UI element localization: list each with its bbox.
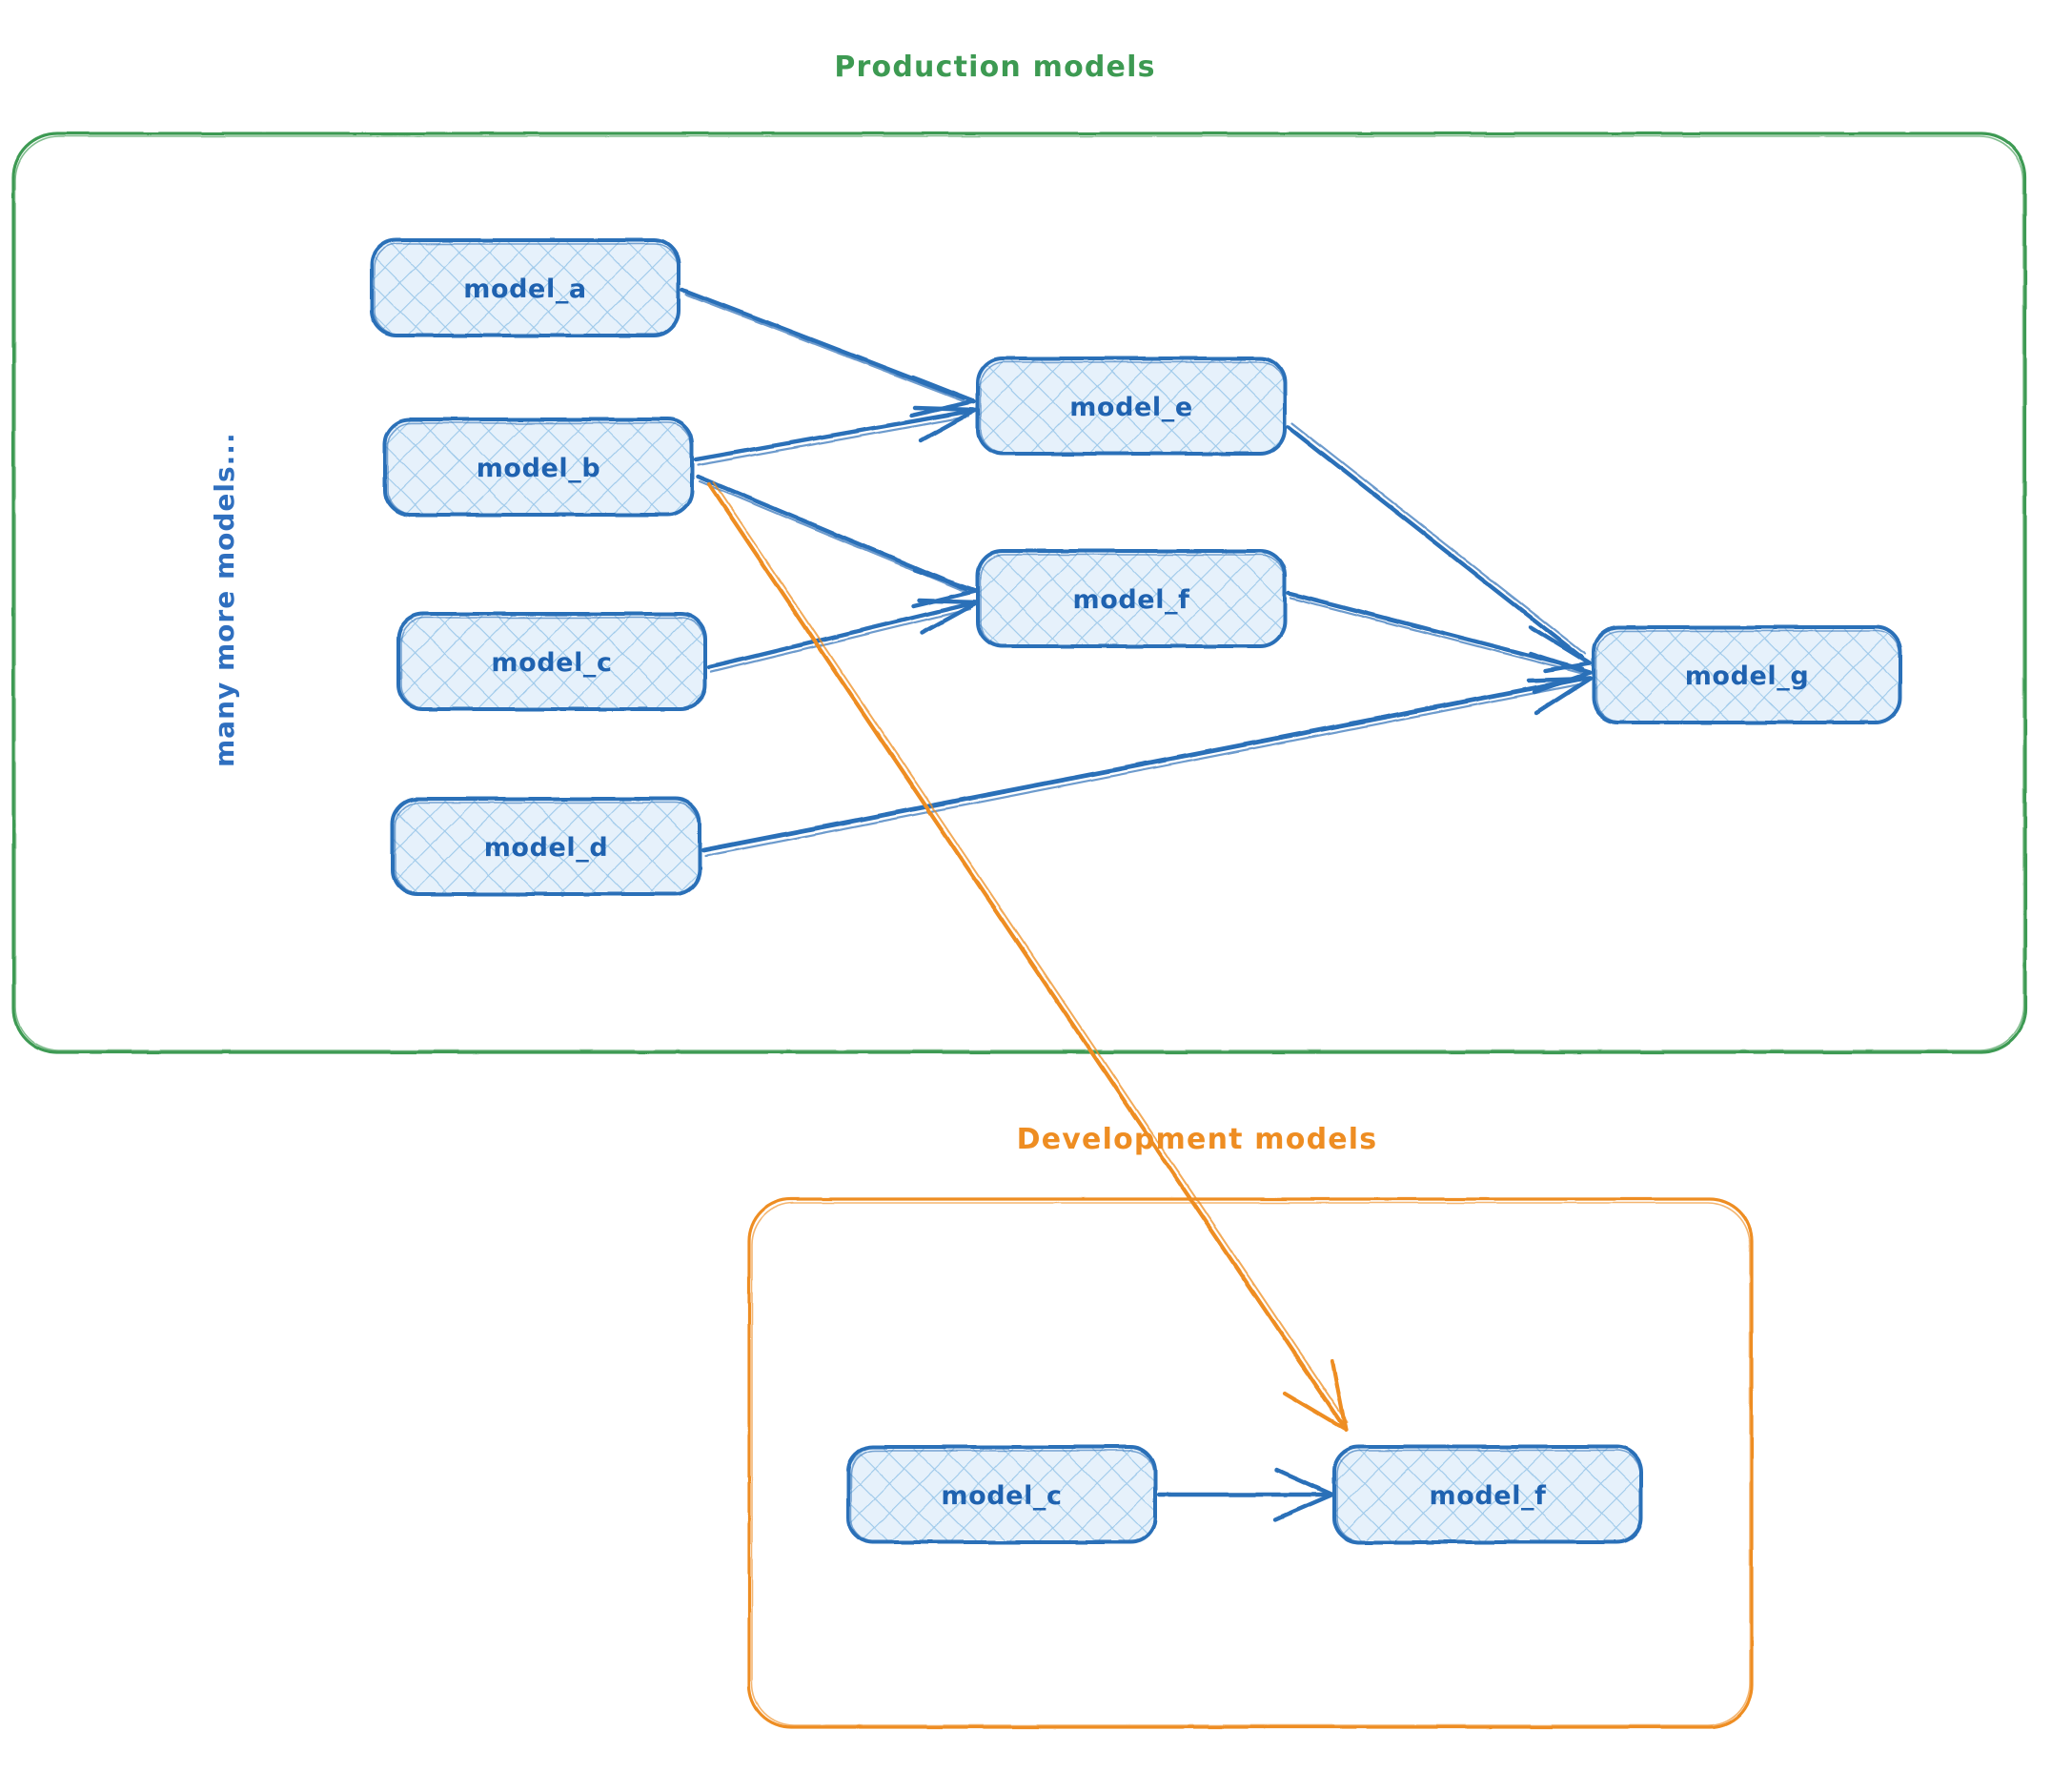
node-label: model_d [484,833,609,863]
node-prod-model-c[interactable]: model_c [396,612,707,711]
node-prod-model-e[interactable]: model_e [976,356,1287,456]
node-prod-model-d[interactable]: model_d [391,797,701,896]
node-label: model_g [1685,662,1810,691]
group-development: Development models [747,1123,1754,1729]
node-label: model_c [941,1481,1062,1511]
node-label: model_f [1429,1481,1546,1511]
edge-model-b-to-model-e [693,405,979,467]
edges-layer [680,287,1593,1433]
node-label: model_c [491,648,612,678]
edge-model-b-to-model-f [695,474,979,609]
node-prod-model-b[interactable]: model_b [383,417,694,517]
production-group-border [11,132,2027,1054]
node-label: model_e [1069,393,1193,422]
production-group-title: Production models [834,51,1155,84]
edge-model-f-to-model-g [1286,590,1593,695]
group-production: Production models [11,51,2027,1054]
node-label: model_a [463,275,587,304]
edge-dev-model-c-to-dev-model-f [1156,1467,1335,1522]
edge-model-e-to-model-g [1286,421,1593,674]
development-group-title: Development models [1017,1123,1378,1156]
node-dev-model-c[interactable]: model_c [846,1445,1157,1544]
node-label: model_b [477,454,601,483]
edge-model-d-to-model-g [701,676,1593,858]
edge-model-c-to-model-f [706,598,981,674]
side-note-label: many more models... [209,432,240,767]
node-prod-model-f[interactable]: model_f [976,549,1287,648]
edge-model-a-to-model-e [680,287,977,418]
node-label: model_f [1072,585,1189,615]
development-group-border [747,1197,1754,1729]
side-note: many more models... [209,432,240,767]
node-dev-model-f[interactable]: model_f [1332,1445,1643,1544]
edge-model-b-to-dev-model-f [706,481,1349,1433]
node-prod-model-a[interactable]: model_a [370,238,681,337]
nodes-layer: model_a model_b model_c model_d [370,238,1902,1544]
node-prod-model-g[interactable]: model_g [1592,625,1902,724]
